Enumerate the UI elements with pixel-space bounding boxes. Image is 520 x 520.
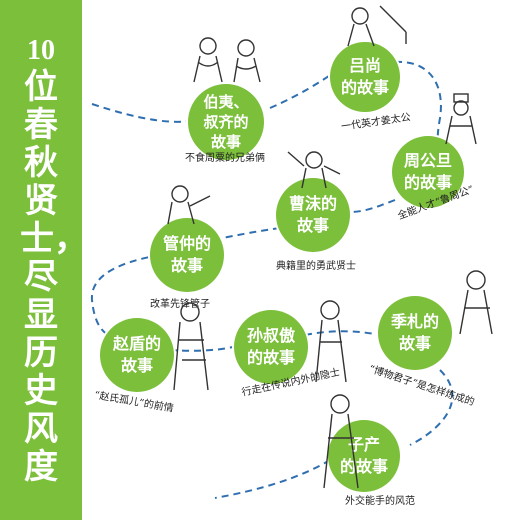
story-caption: 外交能手的风范: [345, 496, 415, 507]
connector-path: [304, 330, 381, 336]
story-circle-sunshuao[interactable]: 孙叔傲 的故事: [234, 310, 308, 384]
story-caption: 改革先锋管子: [150, 299, 210, 310]
story-circle-caomo[interactable]: 曹沫的 故事: [276, 178, 350, 252]
sidebar-panel: 10 位 春 秋 贤 士， 尽 显 历 史 风 度: [0, 0, 88, 520]
story-title-line: 赵盾的: [112, 334, 161, 353]
figure-zhougongdan-illustration: [445, 93, 477, 145]
story-circle-boyi-shuqi[interactable]: 伯夷、 叔齐的 故事: [188, 84, 264, 160]
title-char: 贤: [24, 181, 58, 221]
story-title-line: 管仲的: [162, 234, 211, 253]
story-title-line: 的故事: [403, 173, 452, 192]
story-title-line: 叔齐的: [203, 113, 249, 131]
title-char: 尽: [24, 257, 58, 297]
story-title-line: 季札的: [390, 312, 439, 331]
story-title-line: 周公旦: [403, 151, 452, 170]
title-char: 春: [24, 105, 58, 145]
story-caption: 典籍里的勇武贤士: [276, 261, 356, 272]
title-char: 秋: [24, 143, 58, 183]
sidebar-title: 10 位 春 秋 贤 士， 尽 显 历 史 风 度: [20, 34, 88, 487]
connector-path: [91, 103, 196, 123]
story-title-line: 故事: [296, 216, 329, 235]
figure-guanzhong-illustration: [167, 185, 211, 225]
connector-path: [269, 71, 336, 109]
figure-jizha-illustration: [459, 270, 493, 335]
title-char: 史: [24, 371, 58, 411]
story-circle-zhougongdan[interactable]: 周公旦 的故事: [392, 136, 464, 208]
connector-path: [409, 369, 454, 446]
story-circle-guanzhong[interactable]: 管仲的 故事: [150, 218, 224, 292]
story-circle-zichan[interactable]: 子产 的故事: [328, 420, 400, 492]
connector-path: [209, 227, 281, 241]
title-char: 位: [24, 67, 58, 107]
story-title-line: 孙叔傲: [246, 326, 295, 345]
story-title-line: 的故事: [246, 348, 295, 367]
connector-path: [90, 254, 161, 336]
title-char: 度: [24, 447, 58, 487]
story-caption: 不食周粟的兄弟俩: [185, 153, 265, 164]
title-char: 风: [24, 409, 58, 449]
connector-path: [214, 459, 331, 499]
figure-caomo-illustration: [287, 151, 341, 189]
figure-zichan-illustration: [323, 394, 359, 489]
figure-boyi-shuqi-illustration: [193, 37, 261, 83]
story-title-line: 的故事: [340, 78, 389, 97]
title-char: 显: [24, 295, 58, 335]
story-title-line: 故事: [170, 256, 203, 275]
title-char: 历: [24, 333, 58, 373]
story-title-line: 故事: [398, 334, 431, 353]
figure-lvshang-illustration: [347, 5, 407, 47]
story-title-line: 故事: [210, 133, 241, 151]
story-title-line: 故事: [120, 356, 153, 375]
story-title-line: 子产: [347, 435, 380, 454]
story-circle-jizha[interactable]: 季札的 故事: [378, 296, 452, 370]
story-title-line: 曹沫的: [288, 194, 337, 213]
story-circle-lvshang[interactable]: 吕尚 的故事: [330, 42, 400, 112]
connector-path: [349, 199, 396, 213]
figure-sunshuao-illustration: [315, 300, 347, 383]
story-title-line: 伯夷、: [203, 93, 249, 111]
story-circle-zhaodun[interactable]: 赵盾的 故事: [100, 318, 174, 392]
figure-zhaodun-illustration: [173, 302, 209, 391]
story-title-line: 的故事: [339, 457, 388, 476]
story-title-line: 吕尚: [348, 56, 381, 75]
title-number: 10: [27, 35, 55, 66]
